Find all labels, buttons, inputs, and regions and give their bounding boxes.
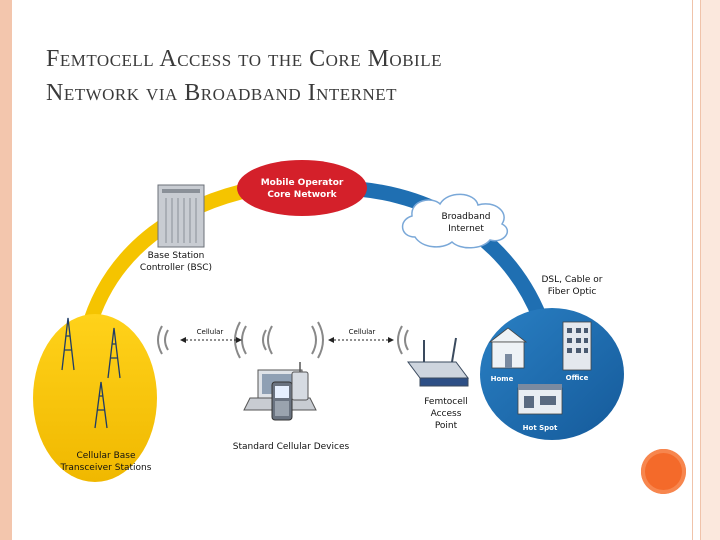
cloud-icon xyxy=(401,193,508,249)
phone-icon xyxy=(271,381,293,421)
router-icon xyxy=(407,337,469,387)
tower-icon xyxy=(61,317,121,429)
cellular-link-left xyxy=(180,337,242,343)
bts-label-2: Transceiver Stations xyxy=(60,463,152,473)
femtocell-label-1: Femtocell xyxy=(424,397,468,407)
right-border xyxy=(700,0,720,540)
cellular-link-right xyxy=(328,337,394,343)
hotspot-icon xyxy=(517,384,563,415)
core-network-node xyxy=(237,160,367,216)
server-rack-icon xyxy=(157,184,205,248)
bts-label-1: Cellular Base xyxy=(76,451,135,461)
femtocell-label-2: Access xyxy=(431,409,462,419)
signal-waves-icon xyxy=(157,321,409,359)
title-line-1: Femtocell Access to the Core Mobile xyxy=(46,46,442,72)
core-network-label-2: Core Network xyxy=(267,190,337,200)
cellular-label-left: Cellular xyxy=(197,328,224,336)
dsl-label-2: Fiber Optic xyxy=(548,287,597,297)
office-label: Office xyxy=(566,374,589,382)
slide-title: Femtocell Access to the Core Mobile Netw… xyxy=(46,42,646,110)
core-network-label-1: Mobile Operator xyxy=(261,178,344,188)
left-border xyxy=(0,0,12,540)
title-line-2: Network via Broadband Internet xyxy=(46,80,398,106)
broadband-label-2: Internet xyxy=(448,224,484,234)
broadband-label-1: Broadband xyxy=(441,212,490,222)
bsc-label-2: Controller (BSC) xyxy=(140,263,212,273)
bsc-label-1: Base Station xyxy=(148,251,205,261)
hotspot-label: Hot Spot xyxy=(523,424,558,432)
cellular-label-right: Cellular xyxy=(349,328,376,336)
decorative-circle xyxy=(641,449,686,494)
yellow-arc xyxy=(80,178,278,338)
right-border-line xyxy=(692,0,693,540)
pda-icon xyxy=(291,362,309,401)
home-icon xyxy=(488,327,528,369)
home-label: Home xyxy=(491,375,514,383)
office-icon xyxy=(562,321,592,371)
dsl-label-1: DSL, Cable or xyxy=(542,275,603,285)
femtocell-coverage-area xyxy=(480,308,624,440)
devices-label: Standard Cellular Devices xyxy=(233,442,350,452)
femtocell-label-3: Point xyxy=(435,421,458,431)
